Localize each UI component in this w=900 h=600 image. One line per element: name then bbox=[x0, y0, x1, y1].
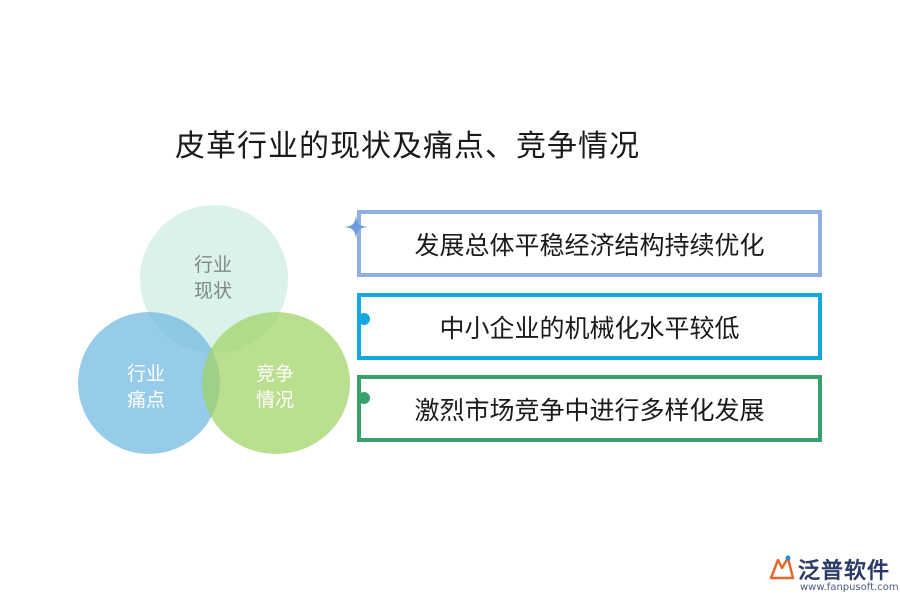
item-text-1: 发展总体平稳经济结构持续优化 bbox=[414, 230, 765, 260]
venn-circle-competition bbox=[202, 312, 350, 454]
dot-icon bbox=[358, 313, 370, 325]
venn-label-pain-points-line2: 痛点 bbox=[126, 389, 165, 411]
logo-name: 泛普软件 bbox=[798, 559, 891, 584]
venn-label-pain-points-line1: 行业 bbox=[126, 363, 165, 385]
venn-label-competition-line2: 情况 bbox=[255, 389, 294, 411]
venn-label-status: 行业 现状 bbox=[173, 252, 253, 304]
venn-circle-pain-points bbox=[78, 312, 220, 454]
item-box-2: 中小企业的机械化水平较低 bbox=[357, 293, 822, 360]
venn-label-competition: 竞争 情况 bbox=[235, 361, 315, 413]
brand-logo: 泛普软件 www.fanpusoft.com bbox=[768, 552, 899, 596]
sparkle-icon bbox=[344, 215, 368, 239]
item-box-1: 发展总体平稳经济结构持续优化 bbox=[357, 210, 822, 277]
venn-label-status-line2: 现状 bbox=[193, 280, 232, 302]
venn-label-competition-line1: 竞争 bbox=[255, 363, 294, 385]
logo-mark-icon bbox=[769, 555, 795, 580]
item-text-3: 激烈市场竞争中进行多样化发展 bbox=[414, 395, 765, 425]
logo-url: www.fanpusoft.com bbox=[800, 582, 899, 593]
dot-icon bbox=[358, 392, 370, 404]
venn-label-status-line1: 行业 bbox=[193, 254, 232, 276]
item-text-2: 中小企业的机械化水平较低 bbox=[439, 313, 740, 343]
page-title: 皮革行业的现状及痛点、竞争情况 bbox=[175, 129, 640, 164]
item-box-3: 激烈市场竞争中进行多样化发展 bbox=[357, 375, 822, 442]
venn-label-pain-points: 行业 痛点 bbox=[106, 361, 186, 413]
